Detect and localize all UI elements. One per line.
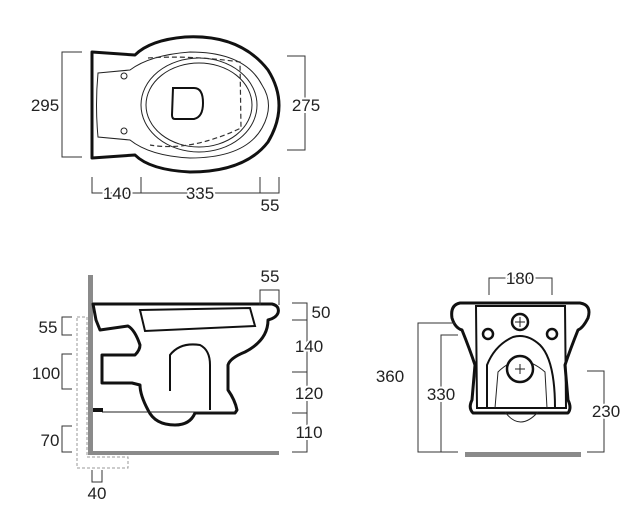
dim-line-360 (417, 322, 455, 453)
fixing-hole-right-icon (545, 327, 559, 341)
dim-line-295 (61, 51, 82, 158)
side-view: 55 100 70 40 55 50 140 120 110 (32, 267, 333, 503)
dim-label-40: 40 (88, 484, 107, 503)
dim-label-70: 70 (41, 431, 60, 450)
dim-label-180: 180 (506, 269, 534, 288)
inlet-cross (515, 317, 525, 327)
bowl-hidden-edge (147, 56, 242, 148)
dim-line-55-overhang (259, 289, 280, 305)
fixing-hole-icon (120, 72, 128, 80)
dim-line-180 (488, 277, 553, 295)
dim-line-heights (292, 302, 308, 453)
fixing-bracket (93, 408, 103, 412)
dim-line-275 (287, 55, 306, 151)
fixing-hole-left-icon (481, 327, 495, 341)
wall-frame-outline (76, 316, 129, 469)
dim-line-55-side (61, 316, 72, 336)
seat-inner-ring (145, 62, 253, 148)
wall (88, 275, 93, 455)
dim-label-50: 50 (312, 303, 331, 322)
fixing-hole-icon (120, 127, 128, 135)
dim-label-55-overhang: 55 (261, 267, 280, 286)
outlet-centre-cross (515, 364, 525, 374)
dim-line-length (91, 177, 280, 194)
dim-label-100: 100 (32, 364, 60, 383)
top-view: 295 275 140 335 55 (31, 35, 322, 215)
dim-label-140: 140 (103, 184, 131, 203)
dim-label-335: 335 (186, 184, 214, 203)
bowl-opening (170, 87, 205, 120)
dim-label-55-side: 55 (39, 318, 58, 337)
dim-line-40 (91, 470, 103, 483)
top-view-outline (90, 35, 281, 174)
dim-line-70 (61, 425, 72, 453)
dim-label-120: 120 (295, 384, 323, 403)
bowl-interior (138, 306, 257, 333)
dim-label-360: 360 (376, 367, 404, 386)
dim-label-230: 230 (592, 402, 620, 421)
dim-line-100 (61, 353, 72, 390)
top-view-inner-outline (96, 51, 269, 159)
dim-line-230 (587, 370, 605, 453)
side-view-body (91, 302, 280, 427)
floor (88, 451, 279, 455)
outlet-surround (486, 335, 556, 409)
dim-label-275: 275 (292, 96, 320, 115)
rear-panel (474, 305, 568, 409)
dim-label-295: 295 (31, 96, 59, 115)
dim-label-110: 110 (295, 423, 322, 442)
trap-path (169, 343, 211, 410)
dim-label-330: 330 (427, 385, 455, 404)
dim-label-55-top: 55 (261, 196, 280, 215)
front-view: 180 360 330 230 (374, 267, 622, 457)
dim-label-140-side: 140 (295, 337, 323, 356)
floor-front (465, 452, 581, 457)
dim-line-330 (440, 334, 458, 453)
